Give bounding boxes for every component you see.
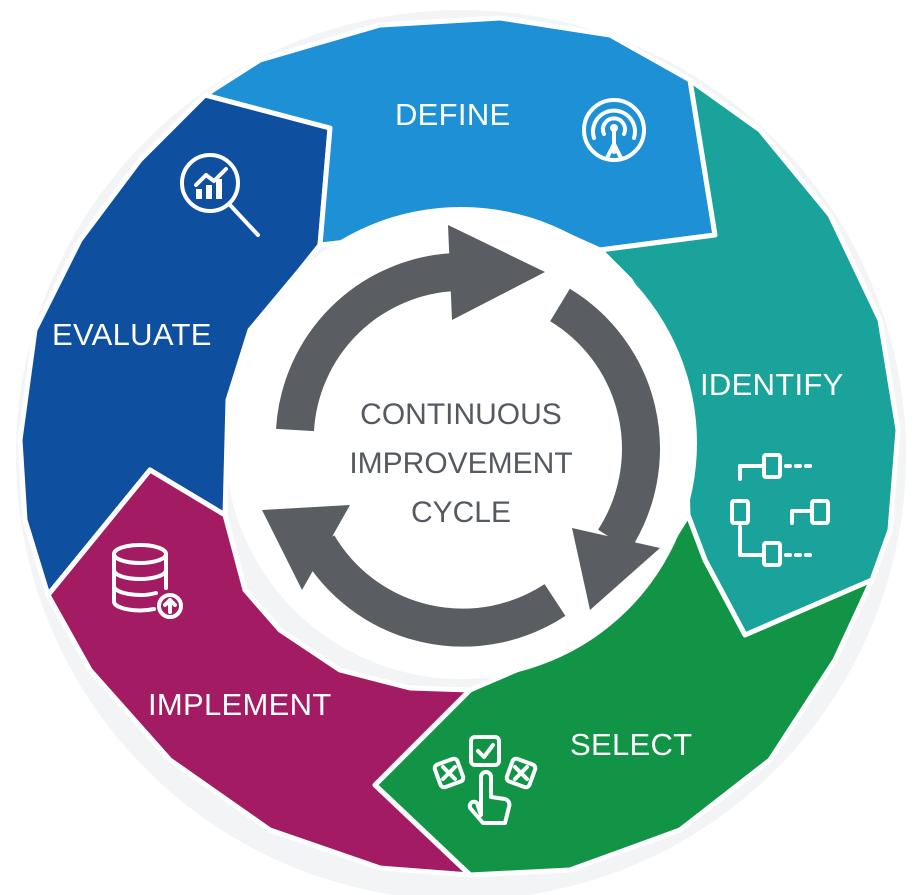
cycle-arrow-top — [276, 253, 457, 432]
label-identify: IDENTIFY — [700, 367, 844, 402]
target-signal-icon — [582, 98, 646, 162]
center-title-line-2: IMPROVEMENT — [349, 447, 572, 480]
choice-checkmark-hand-icon — [432, 735, 538, 825]
cycle-arrow-right-head — [572, 528, 660, 610]
cycle-arrow-bottom — [301, 535, 566, 647]
label-define: DEFINE — [395, 97, 510, 132]
center-title-line-3: CYCLE — [411, 496, 511, 529]
flowchart-icon — [730, 453, 830, 567]
database-upload-icon — [112, 543, 183, 619]
cycle-arrows — [262, 225, 660, 647]
center-title-line-1: CONTINUOUS — [360, 398, 562, 431]
magnifier-chart-icon — [180, 153, 260, 237]
label-implement: IMPLEMENT — [148, 687, 332, 722]
cycle-arrow-right — [549, 288, 660, 551]
cycle-ring — [17, 15, 901, 878]
segment-implement — [45, 467, 473, 878]
cycle-arrow-bottom-head — [262, 505, 350, 590]
cycle-arrow-top-head — [448, 225, 545, 320]
label-select: SELECT — [570, 727, 692, 762]
label-evaluate: EVALUATE — [52, 317, 212, 352]
